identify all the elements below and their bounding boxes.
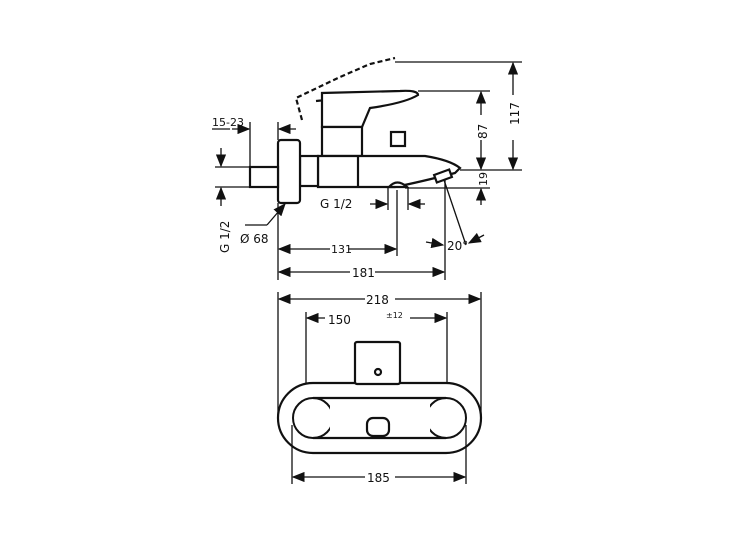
nut [298, 154, 320, 188]
aerator [432, 168, 454, 184]
outlet [386, 181, 410, 189]
dim-bar-width: 185 [367, 471, 390, 485]
dim-total-projection: 181 [352, 266, 375, 280]
diverter-knob-front [373, 367, 383, 377]
dim-lever-height: 87 [476, 124, 490, 139]
diverter-knob [389, 130, 407, 148]
dim-outlet-thread: G 1/2 [320, 197, 352, 211]
wall-flange [276, 138, 302, 205]
dim-outlet-distance: 131 [331, 243, 352, 256]
side-view: 15-23 G 1/2 Ø 68 G 1/2 131 181 20° 117 8… [212, 56, 522, 280]
dim-centers: 150 [328, 313, 351, 327]
lever [320, 89, 420, 129]
dim-spout-height: 19 [477, 172, 490, 186]
front-view: 218 150 ±12 185 [276, 292, 483, 485]
dim-inlet-thread: G 1/2 [218, 221, 232, 253]
dim-lever-raised-height: 117 [508, 102, 522, 125]
cartridge-housing [320, 125, 364, 158]
lever-front [353, 340, 402, 386]
inlet-stub [248, 165, 280, 189]
dim-spout-angle: 20° [447, 239, 468, 253]
outlet-front [365, 416, 391, 438]
dim-flange-diameter: Ø 68 [240, 232, 269, 246]
dim-centers-tolerance: ±12 [386, 311, 403, 320]
lever-raised-outline [294, 56, 396, 121]
dim-wall-depth: 15-23 [212, 116, 244, 129]
dim-total-width: 218 [366, 293, 389, 307]
